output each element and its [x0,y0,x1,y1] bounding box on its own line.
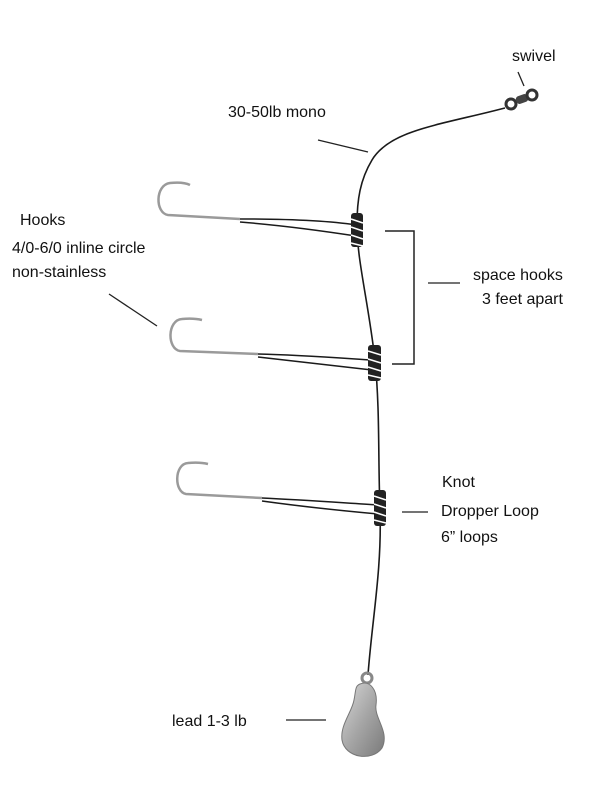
hook-2-icon [169,317,373,371]
knot-title-label: Knot [442,474,475,491]
knot-3-icon [373,490,387,526]
knot-1-icon [350,213,364,247]
hooks-material-label: non-stainless [12,264,106,281]
lead-weight-icon [341,671,385,757]
swivel-label: swivel [512,48,556,65]
spacing-label-line1: space hooks [473,267,563,284]
knot-type-label: Dropper Loop [441,503,539,520]
spacing-bracket [385,230,415,365]
main-line [356,107,506,676]
swivel-pointer [517,71,525,87]
hook-3-icon [176,461,379,515]
swivel-icon [504,88,539,111]
lead-label: lead 1-3 lb [172,713,247,730]
hooks-size-label: 4/0-6/0 inline circle [12,240,146,257]
mono-pointer [317,139,369,153]
spacing-label-line2: 3 feet apart [482,291,564,308]
hook-1-icon [157,181,357,237]
knot-2-icon [367,345,382,381]
mono-label: 30-50lb mono [228,104,326,121]
hooks-title-label: Hooks [20,212,65,229]
hooks-pointer [108,293,158,327]
knot-size-label: 6” loops [441,529,498,546]
